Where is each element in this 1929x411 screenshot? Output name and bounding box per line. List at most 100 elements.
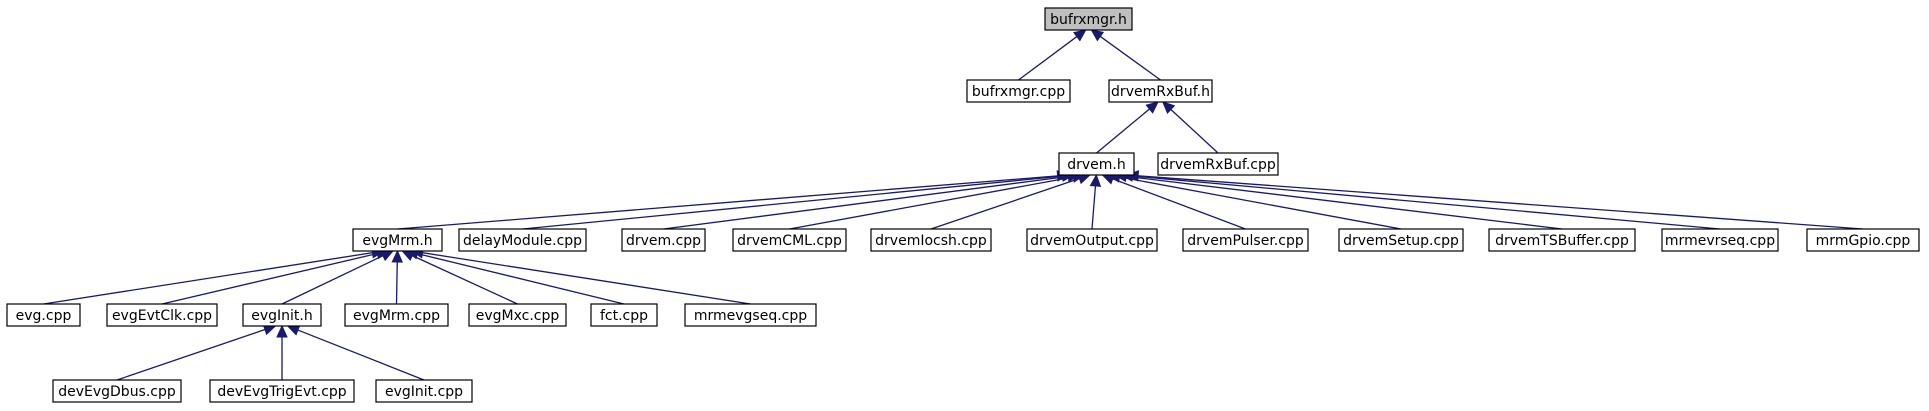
node-label: drvemRxBuf.h (1111, 84, 1210, 100)
node-label: drvemRxBuf.cpp (1160, 157, 1276, 173)
node-box (870, 228, 992, 252)
node-label: evgInit.h (251, 308, 313, 324)
node-fct_cpp[interactable]: fct.cpp (590, 303, 658, 327)
node-drvemIocsh_cpp[interactable]: drvemIocsh.cpp (870, 228, 992, 252)
graph-edges (43, 29, 1864, 381)
node-box (52, 379, 182, 403)
edge-line (297, 329, 425, 381)
arrowhead-icon (276, 324, 288, 338)
node-box (732, 228, 847, 252)
edge-line (412, 255, 518, 305)
node-box (458, 228, 587, 252)
node-drvemOutput_cpp[interactable]: drvemOutput.cpp (1026, 228, 1158, 252)
node-drvemRxBuf_h[interactable]: drvemRxBuf.h (1108, 79, 1213, 103)
edge-fct_cpp-to-evgMrm_h (405, 248, 625, 305)
edge-delayModule_cpp-to-drvem_h (522, 170, 1075, 230)
node-label: evgMrm.h (362, 233, 432, 249)
node-evgMrm_cpp[interactable]: evgMrm.cpp (344, 303, 449, 327)
node-devEvgTrigEvt_cpp[interactable]: devEvgTrigEvt.cpp (209, 379, 355, 403)
node-evgInit_h[interactable]: evgInit.h (242, 303, 322, 327)
edge-line (1132, 175, 1721, 230)
arrowhead-icon (1089, 173, 1102, 187)
edge-line (1138, 175, 1864, 230)
edge-drvemSetup_cpp-to-drvem_h (1107, 171, 1402, 230)
node-box (684, 303, 817, 327)
edge-line (43, 252, 373, 305)
arrowhead-icon (286, 324, 301, 336)
node-box (106, 303, 218, 327)
node-drvemRxBuf_cpp[interactable]: drvemRxBuf.cpp (1157, 152, 1279, 176)
node-box (1108, 79, 1213, 103)
node-box (344, 303, 449, 327)
edge-line (397, 175, 1058, 230)
node-label: mrmevrseq.cpp (1665, 233, 1775, 249)
node-bufrxmgr_cpp[interactable]: bufrxmgr.cpp (966, 79, 1071, 103)
edge-drvemRxBuf_h-to-bufrxmgr_h (1090, 29, 1161, 81)
node-box (1182, 228, 1309, 252)
edge-line (1018, 36, 1078, 81)
node-label: drvemSetup.cpp (1343, 233, 1459, 249)
node-evgInit_cpp[interactable]: evgInit.cpp (375, 379, 473, 403)
node-evgMrm_h[interactable]: evgMrm.h (352, 228, 443, 252)
node-box (621, 228, 706, 252)
node-mrmevgseq_cpp[interactable]: mrmevgseq.cpp (684, 303, 817, 327)
node-box (1157, 152, 1279, 176)
node-mrmevrseq_cpp[interactable]: mrmevrseq.cpp (1661, 228, 1779, 252)
node-label: drvem.cpp (626, 233, 701, 249)
node-box (1661, 228, 1779, 252)
arrowhead-icon (1073, 29, 1087, 42)
node-label: evgInit.cpp (385, 384, 463, 400)
edge-line (116, 328, 266, 381)
node-evgEvtClk_cpp[interactable]: evgEvtClk.cpp (106, 303, 218, 327)
node-box (1026, 228, 1158, 252)
edge-line (1096, 108, 1150, 154)
edge-evg_cpp-to-evgMrm_h (43, 247, 385, 305)
edge-drvemOutput_cpp-to-drvem_h (1089, 173, 1102, 230)
node-drvemSetup_cpp[interactable]: drvemSetup.cpp (1338, 228, 1464, 252)
node-drvemCML_cpp[interactable]: drvemCML.cpp (732, 228, 847, 252)
edge-line (281, 255, 384, 305)
arrowhead-icon (1090, 29, 1105, 42)
node-label: drvemCML.cpp (737, 233, 842, 249)
node-label: drvemIocsh.cpp (875, 233, 987, 249)
node-drvemTSBuffer_cpp[interactable]: drvemTSBuffer.cpp (1488, 228, 1636, 252)
node-evg_cpp[interactable]: evg.cpp (6, 303, 81, 327)
arrowhead-icon (391, 249, 404, 263)
node-mrmGpio_cpp[interactable]: mrmGpio.cpp (1806, 228, 1920, 252)
node-delayModule_cpp[interactable]: delayModule.cpp (458, 228, 587, 252)
node-label: evgEvtClk.cpp (112, 308, 212, 324)
edge-line (1112, 178, 1246, 230)
node-label: bufrxmgr.h (1050, 12, 1127, 28)
node-label: devEvgTrigEvt.cpp (217, 384, 346, 400)
edge-evgInit_cpp-to-evgInit_h (286, 324, 425, 381)
node-bufrxmgr_h[interactable]: bufrxmgr.h (1044, 7, 1133, 31)
node-box (1058, 152, 1135, 176)
edge-line (1170, 108, 1219, 154)
node-box (352, 228, 443, 252)
edge-line (1099, 35, 1161, 81)
edge-drvemRxBuf_cpp-to-drvemRxBuf_h (1161, 101, 1219, 154)
node-label: evg.cpp (16, 308, 72, 324)
node-evgMxc_cpp[interactable]: evgMxc.cpp (468, 303, 567, 327)
node-drvemPulser_cpp[interactable]: drvemPulser.cpp (1182, 228, 1309, 252)
node-label: drvemTSBuffer.cpp (1495, 233, 1629, 249)
edge-line (161, 252, 378, 305)
node-drvem_cpp[interactable]: drvem.cpp (621, 228, 706, 252)
edge-line (930, 177, 1080, 230)
node-box (1806, 228, 1920, 252)
graph-nodes: bufrxmgr.h bufrxmgr.cpp drvemRxBuf.h drvem.… (6, 7, 1920, 403)
node-label: mrmGpio.cpp (1816, 233, 1911, 249)
node-label: devEvgDbus.cpp (58, 384, 176, 400)
node-drvem_h[interactable]: drvem.h (1058, 152, 1135, 176)
edge-drvemIocsh_cpp-to-drvem_h (930, 173, 1092, 230)
edge-line (417, 252, 625, 305)
node-devEvgDbus_cpp[interactable]: devEvgDbus.cpp (52, 379, 182, 403)
node-label: drvemOutput.cpp (1030, 233, 1154, 249)
edge-evgMrm_cpp-to-evgMrm_h (391, 249, 404, 305)
node-box (1044, 7, 1133, 31)
node-label: drvemPulser.cpp (1187, 233, 1304, 249)
node-box (1338, 228, 1464, 252)
node-box (375, 379, 473, 403)
edge-mrmevrseq_cpp-to-drvem_h (1120, 170, 1721, 230)
